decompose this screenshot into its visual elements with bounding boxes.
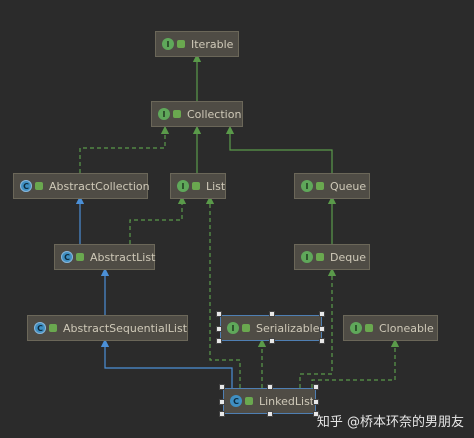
node-label: Queue xyxy=(330,179,367,193)
selection-handle[interactable] xyxy=(319,326,325,332)
selection-handle[interactable] xyxy=(313,411,319,417)
lock-icon xyxy=(316,253,324,261)
selection-handle[interactable] xyxy=(216,311,222,317)
node-cloneable[interactable]: I Cloneable xyxy=(343,315,438,341)
interface-icon: I xyxy=(162,38,174,50)
selection-handle[interactable] xyxy=(319,338,325,344)
node-deque[interactable]: I Deque xyxy=(294,244,370,270)
node-list[interactable]: I List xyxy=(170,173,226,199)
abstract-class-icon: C xyxy=(20,180,32,192)
edge-linkedlist-list xyxy=(205,195,241,388)
edge-linkedlist-abstractsequentiallist xyxy=(100,338,233,388)
node-label: Deque xyxy=(330,250,366,264)
selection-handle[interactable] xyxy=(267,384,273,390)
lock-icon xyxy=(316,182,324,190)
interface-icon: I xyxy=(227,322,239,334)
selection-handle[interactable] xyxy=(219,384,225,390)
selection-handle[interactable] xyxy=(269,338,275,344)
lock-icon xyxy=(242,324,250,332)
node-label: Serializable xyxy=(256,321,320,335)
abstract-class-icon: C xyxy=(34,322,46,334)
node-label: AbstractList xyxy=(90,250,156,264)
class-icon: C xyxy=(230,395,242,407)
node-label: List xyxy=(206,179,226,193)
node-label: Iterable xyxy=(191,37,234,51)
selection-handle[interactable] xyxy=(219,411,225,417)
lock-icon xyxy=(49,324,57,332)
node-iterable[interactable]: I Iterable xyxy=(155,31,239,57)
selection-handle[interactable] xyxy=(267,411,273,417)
lock-icon xyxy=(365,324,373,332)
node-label: AbstractCollection xyxy=(49,179,150,193)
lock-icon xyxy=(245,397,253,405)
node-abstract-collection[interactable]: C AbstractCollection xyxy=(13,173,150,199)
selection-handle[interactable] xyxy=(313,399,319,405)
watermark: 知乎 @桥本环奈的男朋友 xyxy=(316,415,464,430)
node-label: AbstractSequentialList xyxy=(63,321,188,335)
node-abstract-list[interactable]: C AbstractList xyxy=(54,244,155,270)
node-label: LinkedList xyxy=(259,394,315,408)
selection-handle[interactable] xyxy=(216,326,222,332)
edge-abstractcollection-collection xyxy=(79,125,170,173)
node-label: Cloneable xyxy=(379,321,434,335)
lock-icon xyxy=(35,182,43,190)
node-abstract-sequential-list[interactable]: C AbstractSequentialList xyxy=(27,315,188,341)
selection-handle[interactable] xyxy=(269,311,275,317)
interface-icon: I xyxy=(301,251,313,263)
interface-icon: I xyxy=(158,108,170,120)
node-collection[interactable]: I Collection xyxy=(151,101,243,127)
lock-icon xyxy=(173,110,181,118)
interface-icon: I xyxy=(177,180,189,192)
interface-icon: I xyxy=(350,322,362,334)
abstract-class-icon: C xyxy=(61,251,73,263)
node-label: Collection xyxy=(187,107,242,121)
node-queue[interactable]: I Queue xyxy=(294,173,370,199)
edge-linkedlist-cloneable xyxy=(311,338,400,388)
selection-handle[interactable] xyxy=(216,338,222,344)
selection-handle[interactable] xyxy=(313,384,319,390)
lock-icon xyxy=(177,40,185,48)
selection-handle[interactable] xyxy=(219,399,225,405)
interface-icon: I xyxy=(301,180,313,192)
selection-handle[interactable] xyxy=(319,311,325,317)
edge-linkedlist-deque xyxy=(299,267,337,388)
edge-queue-collection xyxy=(225,125,333,173)
lock-icon xyxy=(192,182,200,190)
lock-icon xyxy=(76,253,84,261)
edge-abstractlist-list xyxy=(129,195,187,244)
